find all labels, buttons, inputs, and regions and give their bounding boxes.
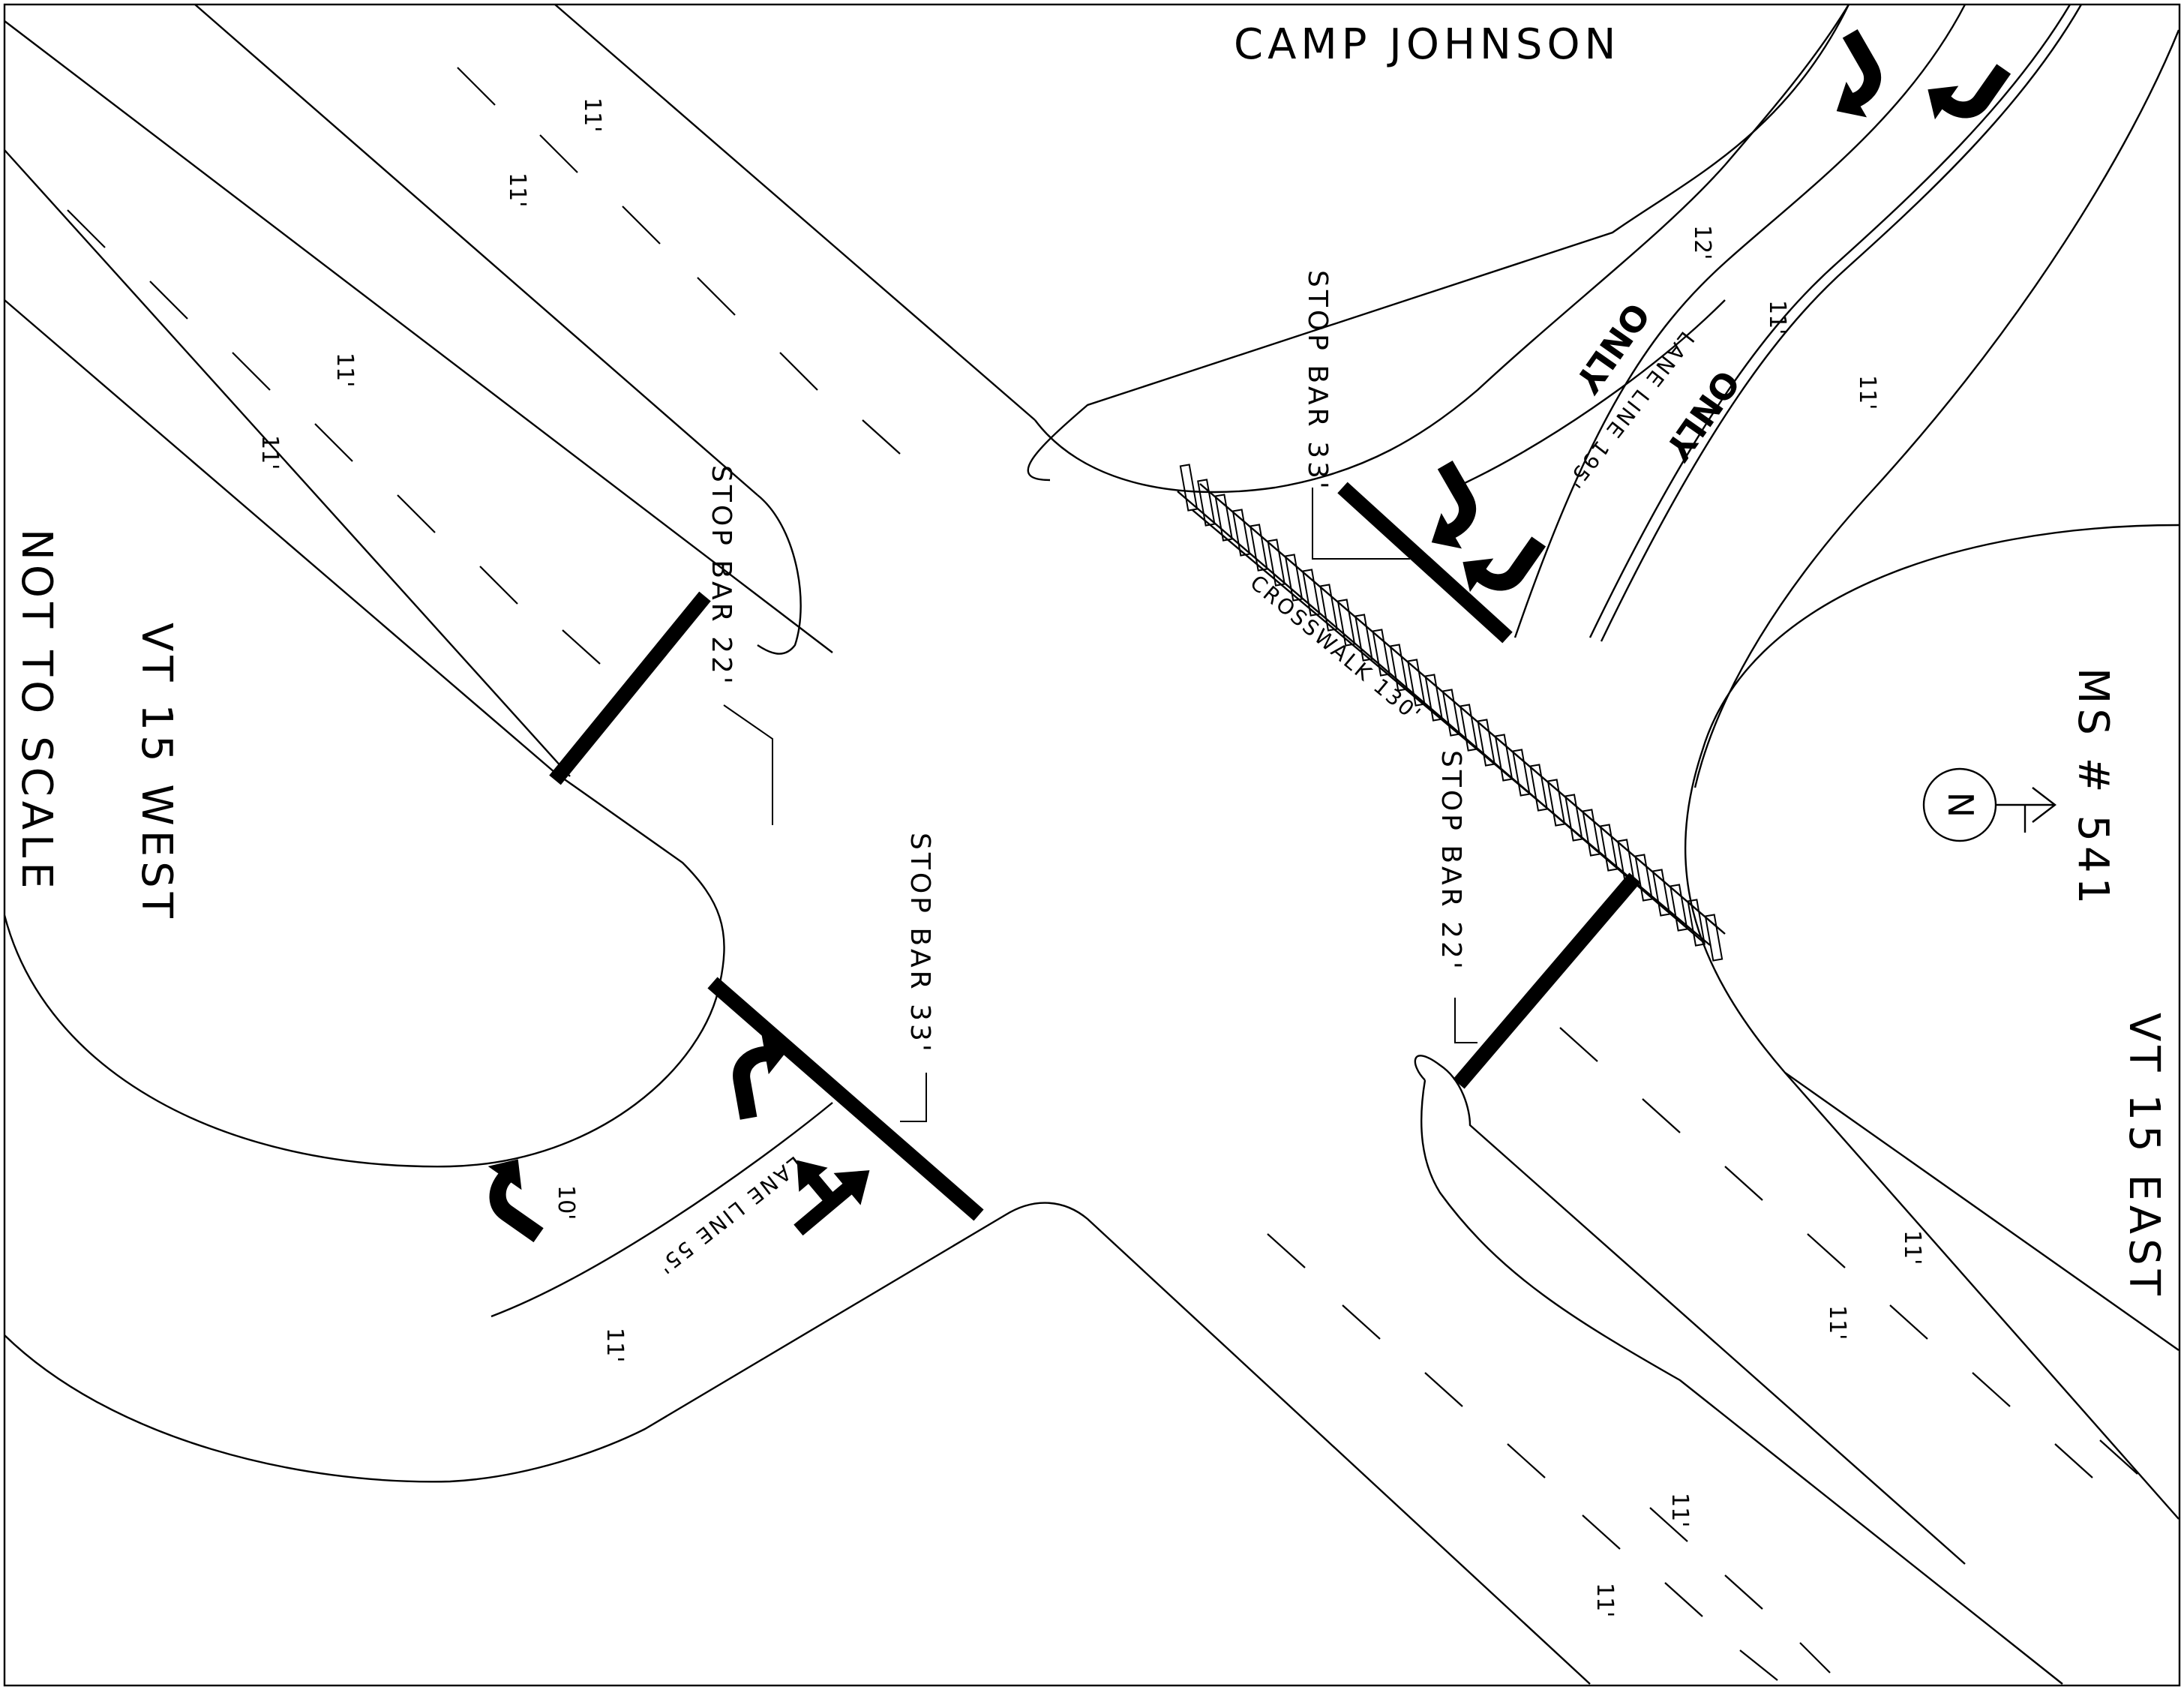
crosswalk-bar xyxy=(1546,779,1566,827)
crosswalk-bar xyxy=(1477,719,1496,767)
label-vt15-west: VT 15 WEST xyxy=(132,623,181,923)
crosswalk-bars xyxy=(1179,464,1724,962)
vt15-west-lane-dashes xyxy=(67,67,901,665)
stop-bar-south xyxy=(707,977,984,1221)
crosswalk-bar xyxy=(1704,914,1724,962)
leader-lines xyxy=(723,488,1478,1122)
crosswalk-bar xyxy=(1494,734,1514,782)
crosswalk-bar xyxy=(1634,854,1653,902)
stop-bar-west xyxy=(549,591,711,785)
crosswalk-bar xyxy=(1267,539,1286,587)
south-lane-dashes xyxy=(1267,1233,1778,1681)
crosswalk-bar xyxy=(1529,764,1548,812)
svg-text:N: N xyxy=(1940,792,1981,818)
crosswalk-bar xyxy=(1354,614,1373,662)
vt15-east-roadway xyxy=(1192,509,2180,1685)
label-stop-bar-west: STOP BAR 22' xyxy=(706,465,736,687)
crosswalk-bar xyxy=(1389,644,1408,692)
label-stop-bar-east: STOP BAR 22' xyxy=(1436,750,1466,972)
label-stop-bar-north: STOP BAR 33' xyxy=(1302,270,1333,492)
crosswalk-bar xyxy=(1582,809,1600,857)
east-lane-dashes xyxy=(1559,1027,2138,1673)
vt15-west-roadway xyxy=(4,4,1036,777)
crosswalk-bar xyxy=(1512,749,1531,797)
svg-text:11': 11' xyxy=(1854,375,1880,410)
crosswalk-bar xyxy=(1197,479,1216,527)
crosswalk-bar xyxy=(1442,689,1461,737)
svg-text:10': 10' xyxy=(553,1185,579,1220)
crosswalk-bar xyxy=(1670,884,1688,932)
through-right-arrow xyxy=(794,1160,870,1236)
crosswalk-bar xyxy=(1250,524,1268,572)
camp-johnson-roadway xyxy=(1027,4,2180,788)
label-lane-line-55: LANE LINE 55' xyxy=(652,1151,807,1280)
crosswalk-bar xyxy=(1407,659,1426,707)
svg-text:11': 11' xyxy=(332,353,358,387)
crosswalk-bar xyxy=(1424,674,1443,722)
page-border xyxy=(3,3,2181,1687)
crosswalk-bar xyxy=(1652,869,1671,917)
svg-text:11': 11' xyxy=(1899,1230,1925,1265)
svg-text:11': 11' xyxy=(579,98,605,132)
label-vt15-east: VT 15 EAST xyxy=(2120,1013,2168,1300)
lane-width-dimensions: 11' 11' 11' 11' 12' 11' 11' 10' 11' 11' … xyxy=(256,98,1925,1617)
crosswalk-bar xyxy=(1687,899,1706,947)
stop-bar-north xyxy=(1337,482,1513,644)
crosswalk-bar xyxy=(1460,704,1478,752)
label-camp-johnson: CAMP JOHNSON xyxy=(1234,20,1620,69)
svg-text:12': 12' xyxy=(1689,225,1715,260)
stop-bar-east xyxy=(1453,872,1641,1089)
crosswalk-bar xyxy=(1179,464,1198,512)
crosswalk-bar xyxy=(1599,824,1618,872)
crosswalk-bar xyxy=(1232,509,1251,557)
crosswalk-bar xyxy=(1372,629,1390,677)
crosswalk-bar xyxy=(1564,794,1583,842)
crosswalk-bar xyxy=(1302,569,1321,617)
label-ms-number: MS # 541 xyxy=(2068,668,2117,908)
crosswalk-bar xyxy=(1336,599,1356,647)
crosswalk-bar xyxy=(1319,584,1338,632)
south-west-curb xyxy=(3,772,1591,1685)
svg-text:11': 11' xyxy=(1592,1583,1618,1617)
crosswalk xyxy=(1177,464,1726,962)
svg-text:11': 11' xyxy=(1824,1305,1850,1340)
crosswalk-bar xyxy=(1284,554,1304,602)
north-arrow: N xyxy=(1922,767,2056,842)
crosswalk-bar xyxy=(1214,494,1233,542)
svg-text:11': 11' xyxy=(504,173,530,207)
svg-text:11': 11' xyxy=(256,435,283,470)
svg-text:11': 11' xyxy=(1764,300,1790,335)
svg-text:11': 11' xyxy=(1666,1493,1693,1527)
svg-text:11': 11' xyxy=(602,1328,628,1362)
label-not-to-scale: NOT TO SCALE xyxy=(12,529,61,893)
label-stop-bar-south: STOP BAR 33' xyxy=(904,833,935,1055)
